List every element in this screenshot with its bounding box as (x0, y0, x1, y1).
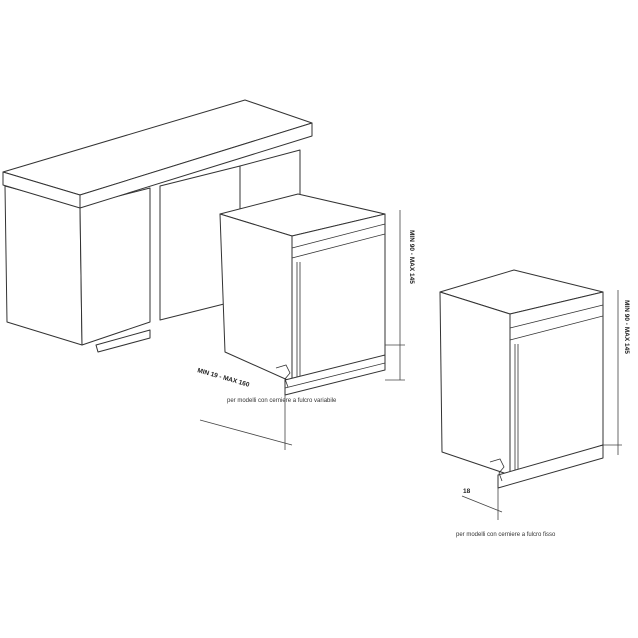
countertop-side (79, 122, 313, 209)
caption-variable-hinge: per modelli con cerniere a fulcro variab… (227, 398, 337, 404)
control-panel (291, 223, 386, 259)
control-panel (509, 304, 604, 341)
dishwasher-side (219, 213, 293, 383)
plinth-door (497, 444, 604, 489)
dishwasher-side (439, 291, 511, 476)
cabinet-front (4, 185, 83, 346)
cabinet-plinth (95, 329, 151, 353)
height-dim-fixed: MIN 90 - MAX 145 (623, 300, 630, 354)
dishwasher-variable-hinge (219, 193, 386, 396)
plinth-door (284, 354, 386, 396)
dishwasher-fixed-hinge (439, 269, 604, 489)
plinth-dim-variable: MIN 19 - MAX 160 (196, 367, 250, 389)
caption-fixed-hinge: per modelli con cerniere a fulcro fisso (456, 532, 556, 538)
height-dim-variable: MIN 90 - MAX 145 (408, 230, 415, 284)
dishwasher-front (291, 213, 386, 383)
cabinet-side (79, 187, 151, 346)
plinth-dim-fixed: 18 (463, 488, 471, 495)
dimensions-2: MIN 90 - MAX 145 18 (461, 290, 630, 520)
